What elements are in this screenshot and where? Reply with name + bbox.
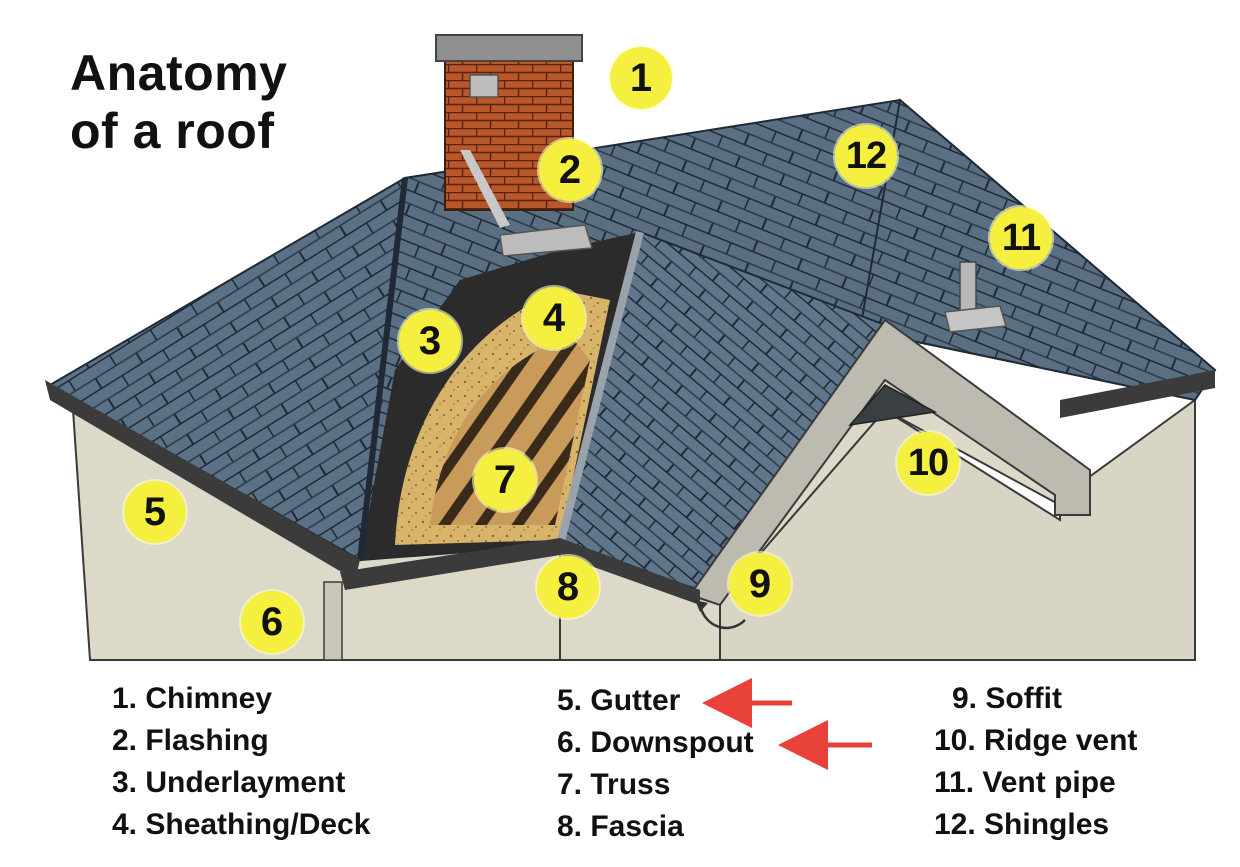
truss-layer	[430, 335, 590, 525]
legend-item-chimney: 1. Chimney	[112, 682, 273, 715]
legend-column-2: 5. Gutter 6. Downspout 7. Truss 8. Fasci…	[557, 680, 754, 848]
legend-item-ridge-vent: 10. Ridge vent	[934, 724, 1138, 757]
legend-item-sheathing: 4. Sheathing/Deck	[112, 808, 371, 841]
marker-11: 11	[990, 207, 1052, 269]
legend-item-underlayment: 3. Underlayment	[112, 766, 346, 799]
marker-4: 4	[523, 287, 585, 349]
vent-pipe	[959, 261, 977, 315]
legend-column-3: 9. Soffit 10. Ridge vent 11. Vent pipe 1…	[934, 678, 1137, 846]
marker-2: 2	[539, 139, 601, 201]
chimney-step-flashing	[460, 150, 510, 228]
marker-6: 6	[241, 591, 303, 653]
chimney-cap	[435, 34, 583, 62]
legend-item-downspout: 6. Downspout	[557, 726, 754, 759]
soffit-arrow-head	[695, 600, 708, 612]
legend-item-flashing: 2. Flashing	[112, 724, 269, 757]
legend-item-gutter: 5. Gutter	[557, 684, 681, 717]
marker-9: 9	[729, 553, 791, 615]
gable-ridge	[556, 231, 644, 546]
legend-item-vent-pipe: 11. Vent pipe	[934, 766, 1116, 799]
hip-ridge-left	[357, 177, 408, 561]
title-line-2: of a roof	[70, 103, 275, 159]
vent-pipe-boot	[944, 305, 1007, 333]
marker-8: 8	[537, 556, 599, 618]
legend-item-shingles: 12. Shingles	[934, 808, 1110, 841]
marker-5: 5	[124, 481, 186, 543]
diagram-title: Anatomy of a roof	[70, 44, 287, 160]
ridge-vent	[848, 384, 938, 427]
marker-12: 12	[835, 125, 897, 187]
gutter-left	[45, 380, 360, 580]
gutter-front	[340, 538, 700, 605]
chimney-vent	[469, 74, 499, 98]
legend-item-truss: 7. Truss	[557, 768, 671, 801]
gutter-right	[1060, 370, 1215, 418]
soffit-arrow	[698, 604, 746, 630]
marker-10: 10	[897, 432, 959, 494]
downspout	[323, 581, 343, 661]
title-line-1: Anatomy	[70, 45, 288, 101]
marker-7: 7	[474, 449, 536, 511]
legend-item-soffit: 9. Soffit	[952, 682, 1062, 715]
chimney-flashing	[499, 224, 593, 257]
legend-column-1: 1. Chimney 2. Flashing 3. Underlayment 4…	[112, 678, 370, 846]
marker-1: 1	[610, 47, 672, 109]
marker-3: 3	[399, 310, 461, 372]
legend-item-fascia: 8. Fascia	[557, 810, 684, 843]
